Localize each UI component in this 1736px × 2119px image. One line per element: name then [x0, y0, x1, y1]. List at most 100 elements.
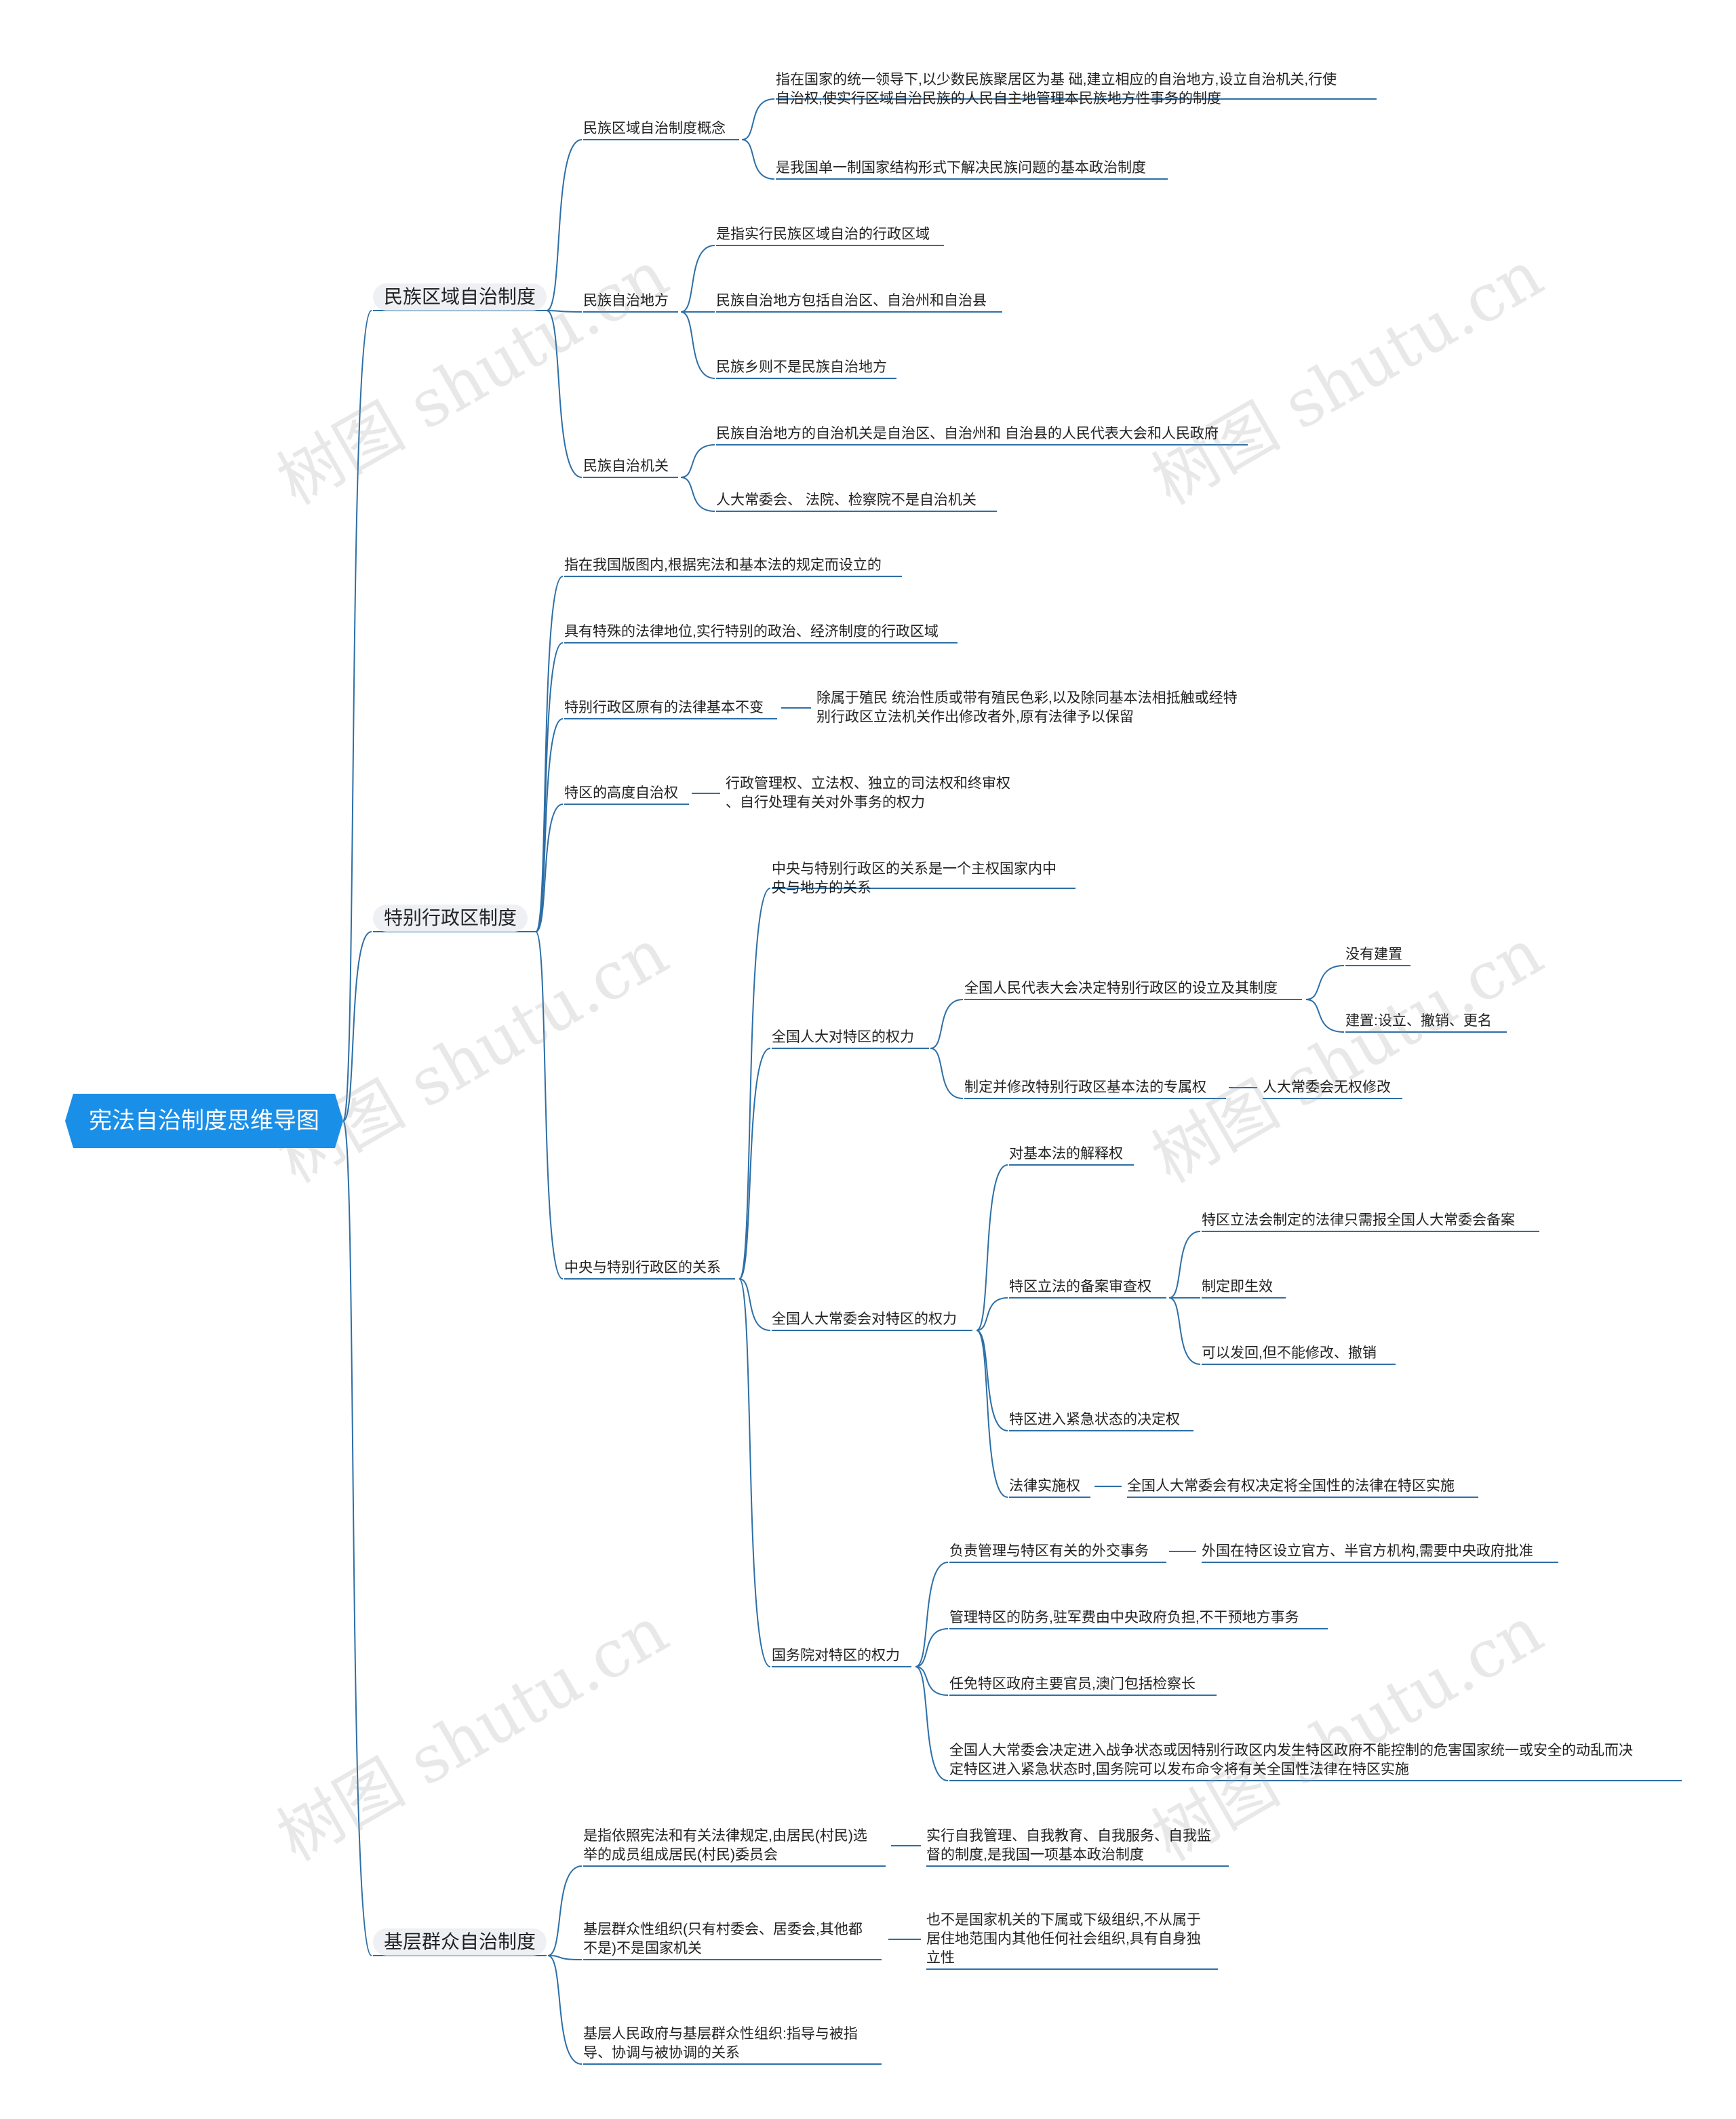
node-places-item3[interactable]: 民族乡则不是民族自治地方 — [716, 359, 887, 375]
connector — [976, 1164, 1008, 1331]
connector — [1305, 999, 1345, 1033]
connector — [535, 576, 564, 932]
node-npcsc-powers[interactable]: 全国人大常委会对特区的权力 — [772, 1311, 957, 1327]
connector — [738, 1278, 771, 1667]
text-line: 居住地范围内其他任何社会组织,具有自身独 — [926, 1931, 1201, 1947]
connector — [915, 1562, 949, 1667]
node-places-item2[interactable]: 民族自治地方包括自治区、自治州和自治县 — [716, 293, 987, 309]
branch-grassroots-autonomy[interactable]: 基层群众自治制度 — [373, 1928, 547, 1956]
connector — [342, 931, 372, 1122]
node-ethnic-basic[interactable]: 是我国单一制国家结构形式下解决民族问题的基本政治制度 — [776, 160, 1146, 176]
node-sc-foreign[interactable]: 负责管理与特区有关的外交事务 — [949, 1543, 1149, 1559]
connector — [535, 718, 564, 932]
node-sar-autonomy-note[interactable]: 行政管理权、立法权、独立的司法权和终审权 、自行处理有关对外事务的权力 — [726, 774, 1010, 812]
text-line: 基层人民政府与基层群众性组织:指导与被指 — [583, 2026, 858, 2042]
node-npcsc-apply[interactable]: 法律实施权 — [1009, 1478, 1080, 1494]
connector — [738, 888, 771, 1280]
connector — [680, 311, 715, 379]
node-ethnic-places[interactable]: 民族自治地方 — [583, 293, 669, 309]
branch-sar-system[interactable]: 特别行政区制度 — [373, 905, 528, 932]
text-line: 除属于殖民 统治性质或带有殖民色彩,以及除同基本法相抵触或经特 — [816, 690, 1238, 706]
node-organs-item2[interactable]: 人大常委会、 法院、检察院不是自治机关 — [716, 492, 976, 508]
root-node[interactable]: 宪法自治制度思维导图 — [65, 1094, 343, 1148]
node-places-item1[interactable]: 是指实行民族区域自治的行政区域 — [716, 226, 930, 242]
connector — [1305, 965, 1345, 1000]
connector — [1168, 1297, 1201, 1365]
connector — [930, 999, 964, 1049]
node-review-1[interactable]: 特区立法会制定的法律只需报全国人大常委会备案 — [1202, 1212, 1515, 1228]
connector — [1168, 1231, 1201, 1299]
text-line: 基层群众性组织(只有村委会、居委会,其他都 — [583, 1922, 863, 1937]
node-npc-establish-detail[interactable]: 建置:设立、撤销、更名 — [1345, 1013, 1492, 1029]
text-line: 全国人大常委会决定进入战争状态或因特别行政区内发生特区政府不能控制的危害国家统一… — [949, 1743, 1633, 1758]
node-sar-autonomy[interactable]: 特区的高度自治权 — [564, 785, 678, 801]
text-line: 、自行处理有关对外事务的权力 — [726, 795, 925, 810]
connector — [342, 1120, 372, 1956]
node-relation-nature[interactable]: 中央与特别行政区的关系是一个主权国家内中 央与地方的关系 — [772, 860, 1057, 898]
connector — [680, 477, 715, 512]
node-grass-organization[interactable]: 基层群众性组织(只有村委会、居委会,其他都 不是)不是国家机关 — [583, 1920, 863, 1958]
text-line: 不是)不是国家机关 — [583, 1941, 702, 1956]
connector — [976, 1297, 1008, 1331]
node-npcsc-interpret[interactable]: 对基本法的解释权 — [1009, 1146, 1123, 1162]
text-line: 立性 — [926, 1950, 955, 1966]
text-line: 自治权,使实行区域自治民族的人民自主地管理本民族地方性事务的制度 — [776, 91, 1221, 106]
node-grass-definition[interactable]: 是指依照宪法和有关法律规定,由居民(村民)选 举的成员组成居民(村民)委员会 — [583, 1827, 867, 1865]
node-sc-appoint[interactable]: 任免特区政府主要官员,澳门包括检察长 — [949, 1676, 1196, 1692]
node-ethnic-definition[interactable]: 指在国家的统一领导下,以少数民族聚居区为基 础,建立相应的自治地方,设立自治机关… — [776, 71, 1337, 108]
node-sar-laws[interactable]: 特别行政区原有的法律基本不变 — [564, 700, 764, 715]
node-npc-establish[interactable]: 全国人民代表大会决定特别行政区的设立及其制度 — [964, 981, 1278, 996]
node-sar-laws-note[interactable]: 除属于殖民 统治性质或带有殖民色彩,以及除同基本法相抵触或经特 别行政区立法机关… — [816, 689, 1238, 727]
text-line: 央与地方的关系 — [772, 880, 871, 896]
connector — [546, 310, 583, 478]
node-sar-def2[interactable]: 具有特殊的法律地位,实行特别的政治、经济制度的行政区域 — [564, 624, 939, 639]
node-organs-item1[interactable]: 民族自治地方的自治机关是自治区、自治州和 自治县的人民代表大会和人民政府 — [716, 426, 1219, 441]
text-line: 也不是国家机关的下属或下级组织,不从属于 — [926, 1912, 1201, 1928]
node-review-2[interactable]: 制定即生效 — [1202, 1279, 1273, 1294]
node-npc-amend[interactable]: 制定并修改特别行政区基本法的专属权 — [964, 1080, 1206, 1095]
node-npc-amend-note[interactable]: 人大常委会无权修改 — [1263, 1080, 1391, 1095]
connector — [738, 1048, 771, 1280]
connector — [547, 1955, 583, 2065]
node-grass-organization-note[interactable]: 也不是国家机关的下属或下级组织,不从属于 居住地范围内其他任何社会组织,具有自身… — [926, 1911, 1201, 1968]
node-npc-powers[interactable]: 全国人大对特区的权力 — [772, 1029, 914, 1045]
node-state-council-powers[interactable]: 国务院对特区的权力 — [772, 1648, 900, 1663]
connector — [547, 1955, 583, 1960]
connector — [680, 245, 715, 313]
text-line: 导、协调与被协调的关系 — [583, 2045, 740, 2061]
text-line: 定特区进入紧急状态时,国务院可以发布命令将有关全国性法律在特区实施 — [949, 1762, 1409, 1777]
connector — [546, 139, 583, 311]
node-npc-no-establish[interactable]: 没有建置 — [1345, 947, 1402, 962]
branch-ethnic-autonomy[interactable]: 民族区域自治制度 — [373, 283, 547, 311]
connector — [547, 1865, 583, 1956]
node-sar-def1[interactable]: 指在我国版图内,根据宪法和基本法的规定而设立的 — [564, 557, 882, 573]
node-npcsc-apply-note[interactable]: 全国人大常委会有权决定将全国性的法律在特区实施 — [1127, 1478, 1455, 1494]
node-npcsc-review[interactable]: 特区立法的备案审查权 — [1009, 1279, 1151, 1294]
text-line: 中央与特别行政区的关系是一个主权国家内中 — [772, 861, 1057, 877]
connector — [741, 139, 775, 180]
text-line: 别行政区立法机关作出修改者外,原有法律予以保留 — [816, 709, 1134, 725]
node-sc-foreign-note[interactable]: 外国在特区设立官方、半官方机构,需要中央政府批准 — [1202, 1543, 1533, 1559]
node-grass-definition-note[interactable]: 实行自我管理、自我教育、自我服务、自我监 督的制度,是我国一项基本政治制度 — [926, 1827, 1211, 1865]
node-ethnic-concept[interactable]: 民族区域自治制度概念 — [583, 121, 726, 136]
connector — [915, 1628, 949, 1667]
connector — [342, 310, 372, 1122]
connector — [930, 1048, 964, 1099]
text-line: 督的制度,是我国一项基本政治制度 — [926, 1847, 1144, 1863]
node-npcsc-emergency[interactable]: 特区进入紧急状态的决定权 — [1009, 1412, 1180, 1427]
node-central-relation[interactable]: 中央与特别行政区的关系 — [564, 1260, 721, 1275]
connector — [976, 1330, 1008, 1431]
node-review-3[interactable]: 可以发回,但不能修改、撤销 — [1202, 1345, 1377, 1361]
connector — [535, 642, 564, 932]
text-line: 行政管理权、立法权、独立的司法权和终审权 — [726, 776, 1010, 791]
root-label: 宪法自治制度思维导图 — [89, 1108, 319, 1134]
node-sc-defense[interactable]: 管理特区的防务,驻军费由中央政府负担,不干预地方事务 — [949, 1610, 1299, 1625]
connector — [976, 1330, 1008, 1498]
node-grass-relation[interactable]: 基层人民政府与基层群众性组织:指导与被指 导、协调与被协调的关系 — [583, 2025, 858, 2063]
node-sc-emergency[interactable]: 全国人大常委会决定进入战争状态或因特别行政区内发生特区政府不能控制的危害国家统一… — [949, 1741, 1633, 1779]
connector — [535, 804, 564, 932]
connector — [915, 1666, 949, 1696]
node-ethnic-organs[interactable]: 民族自治机关 — [583, 458, 669, 474]
